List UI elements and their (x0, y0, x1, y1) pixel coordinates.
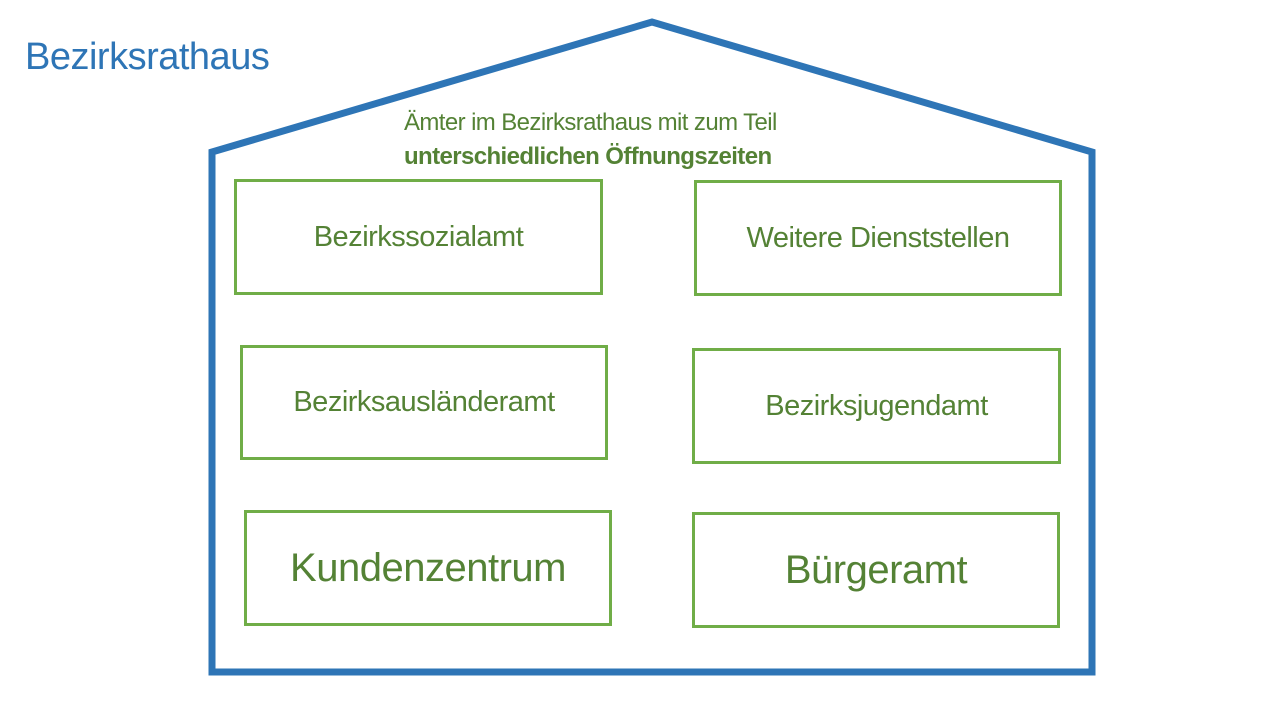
subtitle-line-2: unterschiedlichen Öffnungszeiten (404, 143, 772, 170)
office-box-kundenzentrum: Kundenzentrum (244, 510, 612, 626)
subtitle: Ämter im Bezirksrathaus mit zum Teil unt… (404, 106, 777, 174)
diagram-title: Bezirksrathaus (25, 36, 270, 78)
subtitle-line-1: Ämter im Bezirksrathaus mit zum Teil (404, 109, 777, 136)
office-label: Bezirksjugendamt (765, 389, 988, 422)
office-label: Bezirksausländeramt (293, 386, 555, 418)
office-box-weitere-dienststellen: Weitere Dienststellen (694, 180, 1062, 296)
office-box-bezirksauslaenderamt: Bezirksausländeramt (240, 345, 608, 460)
office-label: Bezirkssozialamt (313, 220, 524, 253)
office-label: Weitere Dienststellen (746, 221, 1010, 254)
office-box-buergeramt: Bürgeramt (692, 512, 1060, 628)
office-label: Kundenzentrum (290, 545, 566, 590)
office-box-bezirkssozialamt: Bezirkssozialamt (234, 179, 603, 295)
office-label: Bürgeramt (784, 547, 968, 592)
office-box-bezirksjugendamt: Bezirksjugendamt (692, 348, 1061, 464)
